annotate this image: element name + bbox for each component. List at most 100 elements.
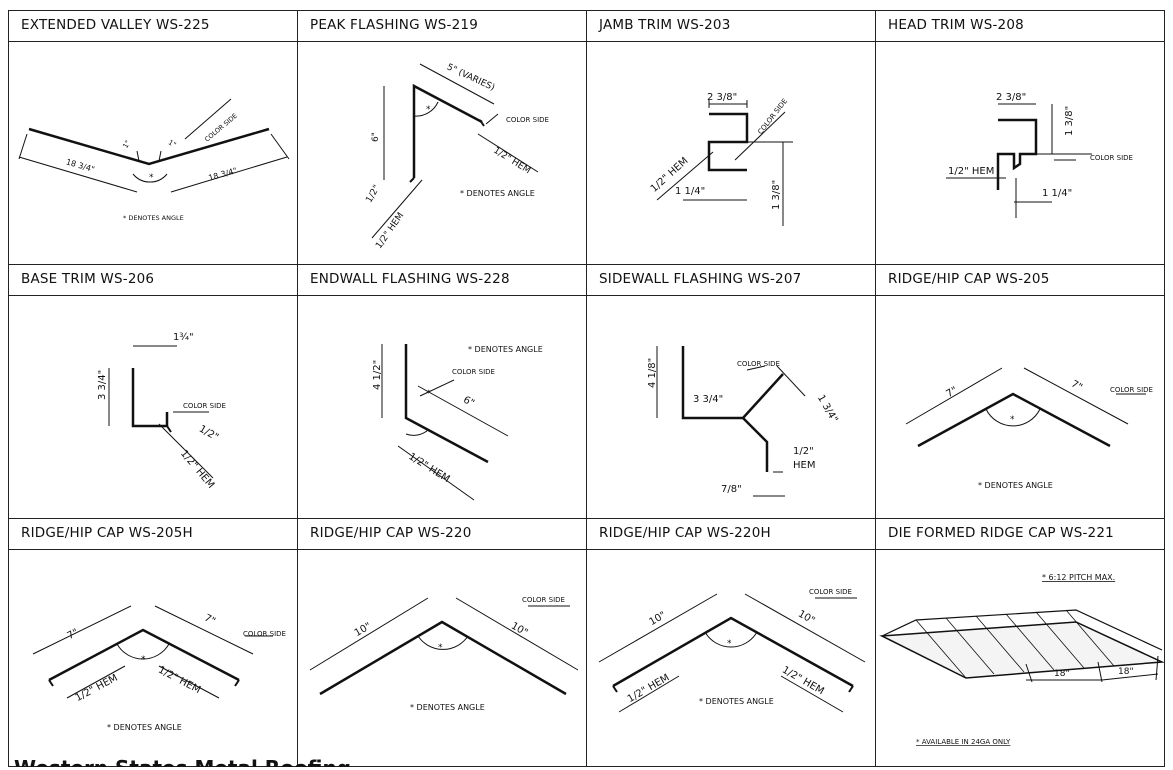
panel-endwall-flashing: ENDWALL FLASHING WS-228 * DENOTES ANGLE … — [297, 264, 588, 520]
panel-title: BASE TRIM WS-206 — [9, 265, 298, 296]
dimension-label: * DENOTES ANGLE — [468, 345, 543, 354]
dimension-label: 7" — [1069, 379, 1084, 394]
dimension-label: 18" — [1054, 669, 1070, 679]
dimension-label: * — [438, 643, 443, 653]
dimension-label: 1/2" HEM — [178, 448, 216, 491]
dimension-label: * DENOTES ANGLE — [123, 214, 184, 222]
dimension-label: 1/2" HEM — [491, 146, 532, 177]
panel-title: RIDGE/HIP CAP WS-220 — [298, 519, 587, 550]
dimension-label: COLOR SIDE — [243, 630, 286, 638]
panel-title: DIE FORMED RIDGE CAP WS-221 — [876, 519, 1164, 550]
footer-strip — [8, 757, 1165, 767]
dimension-label: 1" — [121, 139, 132, 150]
dimension-label: 7/8" — [721, 484, 742, 495]
panel-title: JAMB TRIM WS-203 — [587, 11, 876, 42]
footer-title: Western States Metal Roofing — [14, 756, 351, 767]
dimension-label: COLOR SIDE — [183, 402, 226, 410]
panel-die-formed-ridge-cap: DIE FORMED RIDGE CAP WS-221 * 6:12 PITCH… — [875, 518, 1165, 767]
dimension-label: 1/2" HEM — [406, 451, 451, 485]
panel-title: ENDWALL FLASHING WS-228 — [298, 265, 587, 296]
dimension-label: * — [1010, 415, 1015, 425]
dimension-label: * — [727, 639, 732, 649]
dimension-label: COLOR SIDE — [737, 360, 780, 368]
panel-base-trim: BASE TRIM WS-206 1¾" 3 3/4" COLOR SIDE 1… — [8, 264, 299, 520]
dimension-label: * DENOTES ANGLE — [410, 703, 485, 712]
dimension-label: COLOR SIDE — [522, 596, 565, 604]
panel-ridge-hip-cap-220: RIDGE/HIP CAP WS-220 COLOR SIDE 10" 10" … — [297, 518, 588, 767]
dimension-label: 7" — [66, 627, 81, 642]
endwall-flashing-drawing: * DENOTES ANGLE COLOR SIDE 4 1/2" 6" * 1… — [372, 344, 543, 501]
base-trim-drawing: 1¾" 3 3/4" COLOR SIDE 1/2" 1/2" HEM — [97, 332, 226, 491]
panel-extended-valley: EXTENDED VALLEY WS-225 18 3/4" 18 3/4" 1… — [8, 10, 299, 266]
panel-ridge-hip-cap-205h: RIDGE/HIP CAP WS-205H 7" 7" COLOR SIDE *… — [8, 518, 299, 767]
dimension-label: * 6:12 PITCH MAX. — [1042, 573, 1115, 582]
panel-title: EXTENDED VALLEY WS-225 — [9, 11, 298, 42]
dimension-label: COLOR SIDE — [1090, 154, 1133, 162]
extended-valley-drawing: 18 3/4" 18 3/4" 1" 1" COLOR SIDE * * DEN… — [18, 98, 290, 222]
dimension-label: 1 3/8" — [1064, 106, 1075, 136]
dimension-label: COLOR SIDE — [506, 116, 549, 124]
dimension-label: 2 3/8" — [707, 92, 737, 103]
dimension-label: 7" — [945, 385, 960, 400]
dimension-label: 1/2" — [793, 446, 814, 457]
dimension-label: 1 1/4" — [675, 186, 705, 197]
dimension-label: 1 1/4" — [1042, 188, 1072, 199]
dimension-label: 1/2" — [364, 184, 382, 205]
dimension-label: 4 1/2" — [372, 360, 383, 390]
dimension-label: * AVAILABLE IN 24GA ONLY — [916, 738, 1011, 746]
dimension-label: * DENOTES ANGLE — [978, 481, 1053, 490]
panel-ridge-hip-cap-205: RIDGE/HIP CAP WS-205 7" 7" COLOR SIDE * … — [875, 264, 1165, 520]
panel-head-trim: HEAD TRIM WS-208 2 3/8" 1 3/8" COLOR SID… — [875, 10, 1165, 266]
panel-title: RIDGE/HIP CAP WS-220H — [587, 519, 876, 550]
dimension-label: 4 1/8" — [647, 358, 658, 388]
dimension-label: 1/2" HEM — [156, 665, 202, 696]
dimension-label: 1 3/4" — [815, 393, 840, 425]
dimension-label: 1¾" — [173, 332, 194, 343]
ridge-cap-205-drawing: 7" 7" COLOR SIDE * * DENOTES ANGLE — [905, 367, 1153, 490]
dimension-label: 1/2" HEM — [948, 166, 994, 177]
panel-ridge-hip-cap-220h: RIDGE/HIP CAP WS-220H COLOR SIDE 10" 10"… — [586, 518, 877, 767]
dimension-label: 10" — [509, 621, 530, 639]
dimension-label: 7" — [202, 613, 217, 628]
dimension-label: 18" — [1118, 667, 1134, 677]
dimension-label: 1" — [167, 138, 178, 149]
head-trim-drawing: 2 3/8" 1 3/8" COLOR SIDE 1/2" HEM 1 1/4" — [946, 92, 1133, 218]
dimension-label: 2 3/8" — [996, 92, 1026, 103]
dimension-label: * DENOTES ANGLE — [107, 723, 182, 732]
dimension-label: * DENOTES ANGLE — [699, 697, 774, 706]
panel-title: SIDEWALL FLASHING WS-207 — [587, 265, 876, 296]
dimension-label: * — [426, 105, 431, 115]
dimension-label: 6" — [371, 132, 381, 142]
jamb-trim-drawing: 2 3/8" COLOR SIDE 1/2" HEM 1 1/4" 1 3/8" — [649, 92, 793, 226]
dimension-label: 6" — [461, 395, 476, 410]
dimension-label: * — [149, 173, 154, 183]
peak-flashing-drawing: 5" (VARIES) COLOR SIDE 6" 1/2" 1/2" HEM … — [364, 62, 549, 250]
ridge-cap-205h-drawing: 7" 7" COLOR SIDE * 1/2" HEM 1/2" HEM * D… — [32, 605, 286, 732]
die-formed-ridge-cap-drawing: * 6:12 PITCH MAX. 18" 18" * AVAILABLE IN… — [879, 573, 1165, 746]
panel-title: RIDGE/HIP CAP WS-205H — [9, 519, 298, 550]
panel-peak-flashing: PEAK FLASHING WS-219 5" (VARIES) COLOR S… — [297, 10, 588, 266]
dimension-label: 1/2" HEM — [780, 665, 826, 698]
dimension-label: 5" (VARIES) — [445, 62, 496, 93]
dimension-label: 18 3/4" — [207, 166, 238, 183]
flashing-profile-grid: EXTENDED VALLEY WS-225 18 3/4" 18 3/4" 1… — [8, 10, 1165, 767]
panel-title: HEAD TRIM WS-208 — [876, 11, 1164, 42]
dimension-label: 10" — [648, 610, 669, 628]
dimension-label: 10" — [796, 609, 817, 627]
dimension-label: 1/2" — [197, 424, 220, 444]
dimension-label: 1/2" HEM — [74, 673, 120, 704]
panel-jamb-trim: JAMB TRIM WS-203 2 3/8" COLOR SIDE 1/2" … — [586, 10, 877, 266]
panel-title: PEAK FLASHING WS-219 — [298, 11, 587, 42]
sidewall-flashing-drawing: COLOR SIDE 4 1/8" 3 3/4" 1 3/4" 1/2" HEM… — [647, 346, 840, 497]
dimension-label: * DENOTES ANGLE — [460, 189, 535, 198]
ridge-cap-220h-drawing: COLOR SIDE 10" 10" * 1/2" HEM 1/2" HEM *… — [598, 588, 866, 713]
dimension-label: COLOR SIDE — [1110, 386, 1153, 394]
dimension-label: HEM — [793, 460, 815, 471]
dimension-label: * — [141, 655, 146, 665]
dimension-label: 3 3/4" — [693, 394, 723, 405]
panel-sidewall-flashing: SIDEWALL FLASHING WS-207 COLOR SIDE 4 1/… — [586, 264, 877, 520]
dimension-label: COLOR SIDE — [809, 588, 852, 596]
dimension-label: * — [426, 389, 431, 399]
panel-title: RIDGE/HIP CAP WS-205 — [876, 265, 1164, 296]
dimension-label: 1 3/8" — [771, 180, 782, 210]
